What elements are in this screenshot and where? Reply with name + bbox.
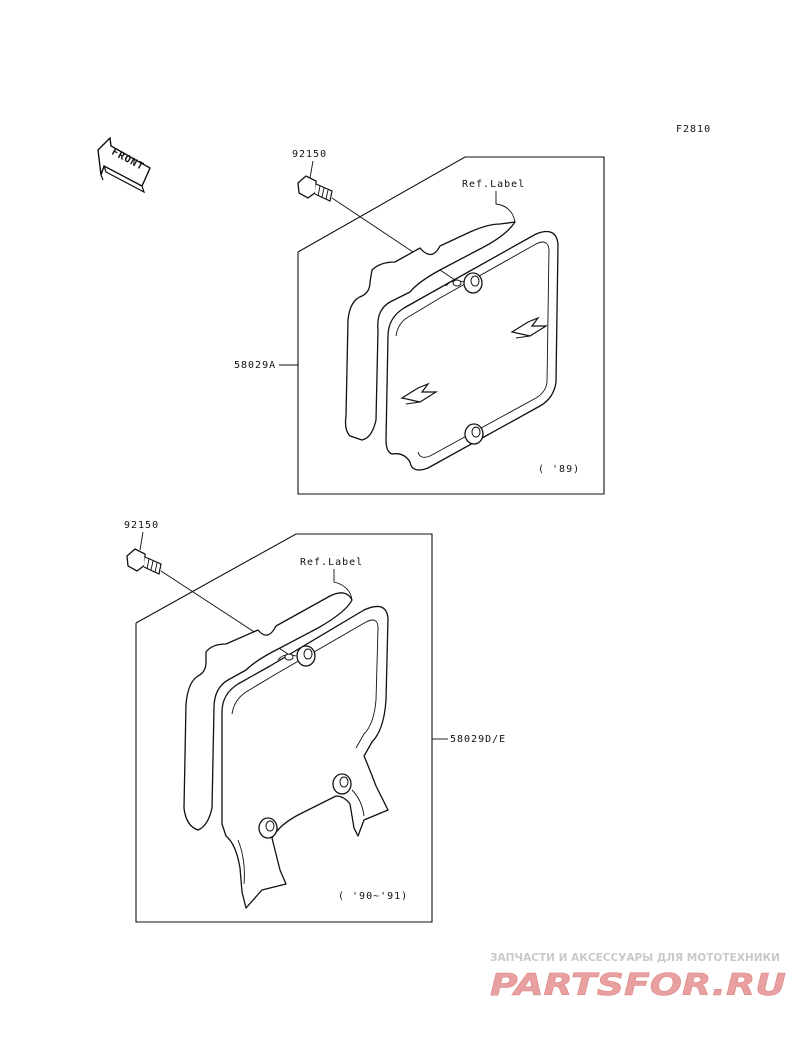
watermark: ЗАПЧАСТИ И АКСЕССУАРЫ ДЛЯ МОТОТЕХНИКИ PA… <box>490 951 787 1003</box>
watermark-logo: PARTSFOR.RU <box>490 968 786 1003</box>
upper-frame <box>297 156 605 495</box>
lower-bolt-icon <box>126 548 162 575</box>
watermark-tagline: ЗАПЧАСТИ И АКСЕССУАРЫ ДЛЯ МОТОТЕХНИКИ <box>490 951 780 964</box>
upper-bolt-part-number: 92150 <box>292 149 327 160</box>
upper-cover-part-number: 58029A <box>234 360 276 371</box>
lower-assembly: 92150 Ref.Label <box>124 520 506 923</box>
front-arrow-icon: FRONT <box>97 136 151 194</box>
lower-bolt-part-number: 92150 <box>124 520 159 531</box>
upper-ref-label: Ref.Label <box>462 179 525 190</box>
lower-grommet-right <box>332 773 352 795</box>
upper-grommet-bottom <box>464 423 484 445</box>
upper-bolt-icon <box>297 175 333 202</box>
lower-year-note: ( '90~'91) <box>338 891 408 902</box>
upper-year-note: ( '89) <box>538 464 580 475</box>
lower-ref-label: Ref.Label <box>300 557 363 568</box>
lower-frame <box>135 533 433 923</box>
figure-code: F2810 <box>676 124 711 135</box>
upper-clip-icon <box>400 316 549 405</box>
upper-grommet-top <box>445 272 483 294</box>
upper-gasket <box>344 221 516 441</box>
lower-cover-part-number: 58029D/E <box>450 734 506 745</box>
lower-grommet-left <box>258 817 278 839</box>
lower-grommet-top <box>277 645 316 667</box>
lower-gasket <box>183 592 353 831</box>
upper-cover <box>385 230 559 471</box>
upper-assembly: 92150 Ref.Label <box>234 149 605 495</box>
